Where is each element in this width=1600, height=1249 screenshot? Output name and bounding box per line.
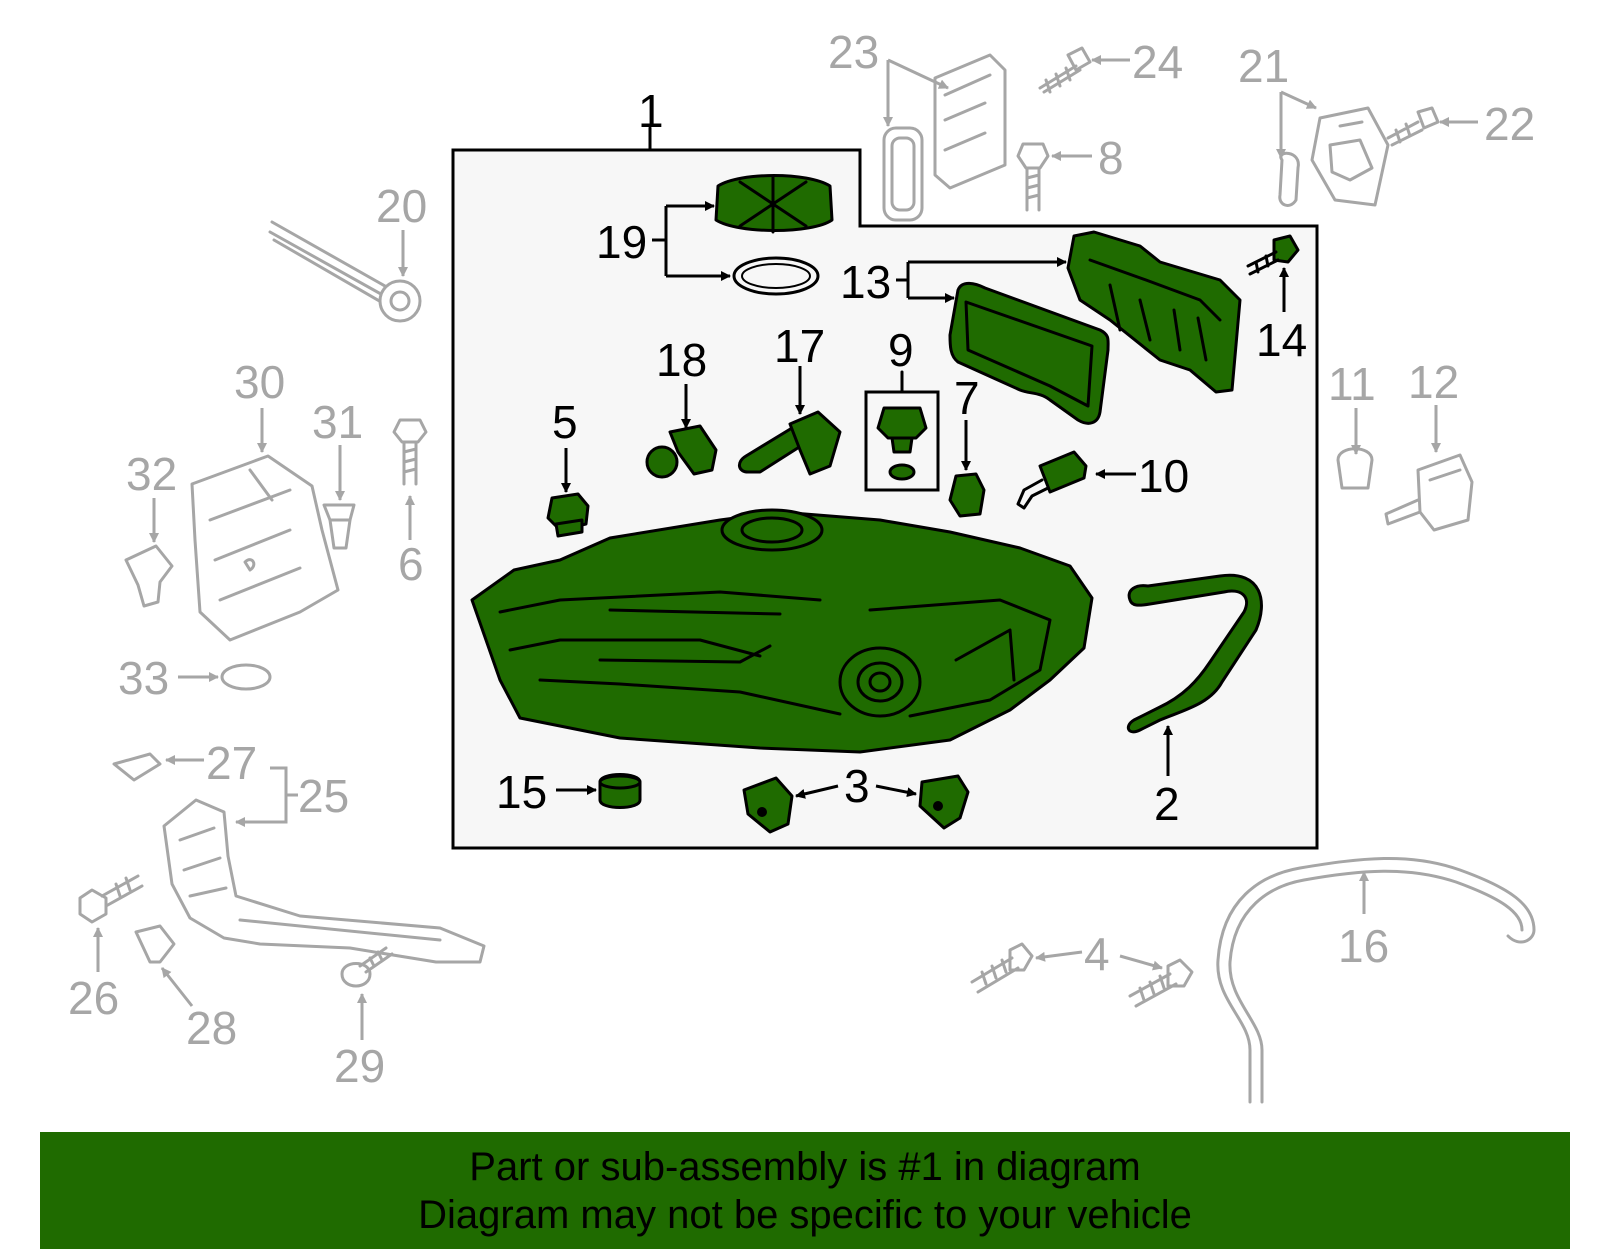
bolt-29 — [340, 946, 394, 988]
callout-31: 31 — [312, 396, 363, 448]
bolt-26 — [78, 874, 144, 924]
callout-2: 2 — [1154, 778, 1180, 830]
callout-10: 10 — [1138, 450, 1189, 502]
headlamp-assembly — [470, 508, 1094, 754]
callout-29: 29 — [334, 1040, 385, 1092]
callout-13: 13 — [840, 256, 891, 308]
screw-14 — [1246, 234, 1300, 276]
mounting-bracket — [190, 454, 340, 642]
dust-cap — [714, 174, 834, 234]
callout-5: 5 — [552, 396, 578, 448]
grommet-15 — [598, 773, 642, 809]
bulb-socket — [645, 424, 718, 479]
bolt-4a — [970, 942, 1034, 994]
washer-hose — [1216, 856, 1536, 1104]
bolt-4b — [1128, 958, 1194, 1008]
callout-27: 27 — [206, 737, 257, 789]
o-ring — [220, 663, 272, 691]
bolt-24 — [1038, 46, 1092, 94]
halogen-bulb — [738, 410, 842, 476]
footer-line-2: Diagram may not be specific to your vehi… — [418, 1192, 1192, 1237]
callout-8: 8 — [1098, 132, 1124, 184]
bolt-6 — [392, 418, 428, 486]
retainer-clip — [124, 544, 174, 608]
callout-30: 30 — [234, 356, 285, 408]
callout-1: 1 — [638, 85, 664, 137]
callout-32: 32 — [126, 448, 177, 500]
callout-6: 6 — [398, 538, 424, 590]
connector-7 — [948, 472, 986, 518]
callout-20: 20 — [376, 180, 427, 232]
fastener-9 — [876, 406, 928, 481]
push-clip — [322, 503, 356, 550]
callout-26: 26 — [68, 972, 119, 1024]
callout-11: 11 — [1328, 358, 1376, 410]
footer-note: Part or sub-assembly is #1 in diagram Di… — [40, 1132, 1570, 1249]
callout-22: 22 — [1484, 98, 1535, 150]
callout-28: 28 — [186, 1002, 237, 1054]
leveling-motor — [1384, 453, 1474, 532]
small-clip — [112, 752, 162, 782]
bolt-22 — [1386, 106, 1440, 147]
callout-14: 14 — [1256, 314, 1307, 366]
callout-17: 17 — [774, 320, 825, 372]
callout-7: 7 — [954, 372, 980, 424]
bolt-8 — [1016, 142, 1050, 212]
actuator-10 — [1016, 450, 1088, 510]
ballast-gasket — [1278, 151, 1300, 207]
callout-19: 19 — [596, 216, 647, 268]
rear-cover-gasket — [948, 281, 1110, 425]
footer-line-1: Part or sub-assembly is #1 in diagram — [469, 1144, 1141, 1189]
ballast-unit — [1310, 106, 1390, 207]
callout-23: 23 — [828, 26, 879, 78]
callout-25: 25 — [298, 770, 349, 822]
control-module — [933, 53, 1007, 190]
lower-bracket — [162, 798, 486, 964]
repair-bracket-left — [742, 776, 794, 834]
callout-16: 16 — [1338, 920, 1389, 972]
callout-3: 3 — [844, 760, 870, 812]
callout-12: 12 — [1408, 356, 1459, 408]
module-gasket — [882, 126, 924, 222]
callout-15: 15 — [496, 766, 547, 818]
adjuster-rod — [268, 220, 422, 323]
rear-cover — [1066, 230, 1242, 394]
cap-plug — [1336, 447, 1374, 490]
callout-18: 18 — [656, 334, 707, 386]
seal-strip — [1126, 573, 1263, 734]
callout-9: 9 — [888, 324, 914, 376]
callout-21: 21 — [1238, 40, 1289, 92]
callout-4: 4 — [1084, 928, 1110, 980]
footer-bar — [40, 1132, 1570, 1249]
clip-28 — [134, 924, 176, 964]
repair-bracket-right — [918, 774, 970, 830]
callout-33: 33 — [118, 652, 169, 704]
nut-5 — [546, 492, 590, 538]
cap-seal — [732, 256, 820, 296]
callout-24: 24 — [1132, 36, 1183, 88]
